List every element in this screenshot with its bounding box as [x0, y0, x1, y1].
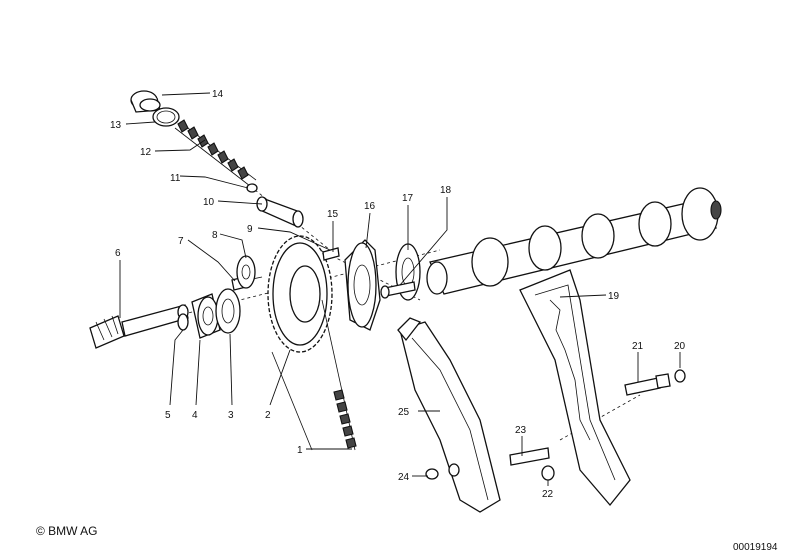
- label-9: 9: [247, 224, 253, 235]
- label-14: 14: [212, 89, 224, 100]
- label-16: 16: [364, 201, 376, 212]
- part-labels: 14 13 12 11 10 6 7 8 9 15 16 17 18 19 21…: [110, 89, 686, 500]
- label-21: 21: [632, 341, 644, 352]
- part-10-plunger: [256, 196, 304, 228]
- part-16-flange: [344, 239, 381, 331]
- part-23-stud: [509, 447, 550, 466]
- leader-lines: [119, 92, 681, 486]
- part-4-eccentric: [191, 293, 221, 339]
- part-6-gear-shaft: [89, 304, 189, 349]
- part-12-spring: [174, 119, 257, 187]
- label-15: 15: [327, 209, 339, 220]
- part-25-tensioner-rail: [397, 317, 501, 513]
- label-3: 3: [228, 410, 234, 421]
- diagram-reference-number: 00019194: [733, 542, 778, 553]
- copyright-text: © BMW AG: [36, 524, 98, 538]
- part-14-cap: [130, 90, 161, 113]
- part-1-chain: [271, 299, 357, 451]
- label-13: 13: [110, 120, 122, 131]
- label-1: 1: [297, 445, 303, 456]
- part-11-ring: [246, 183, 258, 193]
- label-10: 10: [203, 197, 215, 208]
- part-13-ring: [152, 107, 180, 127]
- label-23: 23: [515, 425, 527, 436]
- part-18-bolt: [380, 281, 416, 299]
- label-2: 2: [265, 410, 271, 421]
- label-4: 4: [192, 410, 198, 421]
- part-5-ring: [177, 313, 189, 331]
- part-20-washer: [674, 369, 686, 383]
- camshaft: [426, 187, 722, 295]
- label-11: 11: [170, 173, 181, 184]
- part-2-sprocket: [267, 235, 333, 353]
- label-6: 6: [115, 248, 121, 259]
- part-22-washer: [541, 465, 555, 481]
- label-25: 25: [398, 407, 410, 418]
- part-8-washer: [236, 255, 256, 289]
- label-12: 12: [140, 147, 152, 158]
- label-22: 22: [542, 489, 554, 500]
- label-19: 19: [608, 291, 620, 302]
- part-3-washer: [215, 288, 241, 334]
- label-5: 5: [165, 410, 171, 421]
- label-7: 7: [178, 236, 184, 247]
- label-20: 20: [674, 341, 686, 352]
- label-8: 8: [212, 230, 218, 241]
- label-18: 18: [440, 185, 452, 196]
- part-19-guide-rail: [519, 269, 631, 507]
- part-15-pin: [322, 247, 340, 261]
- label-24: 24: [398, 472, 410, 483]
- part-24-washer: [425, 463, 460, 480]
- label-17: 17: [402, 193, 414, 204]
- part-21-bolt: [624, 373, 671, 396]
